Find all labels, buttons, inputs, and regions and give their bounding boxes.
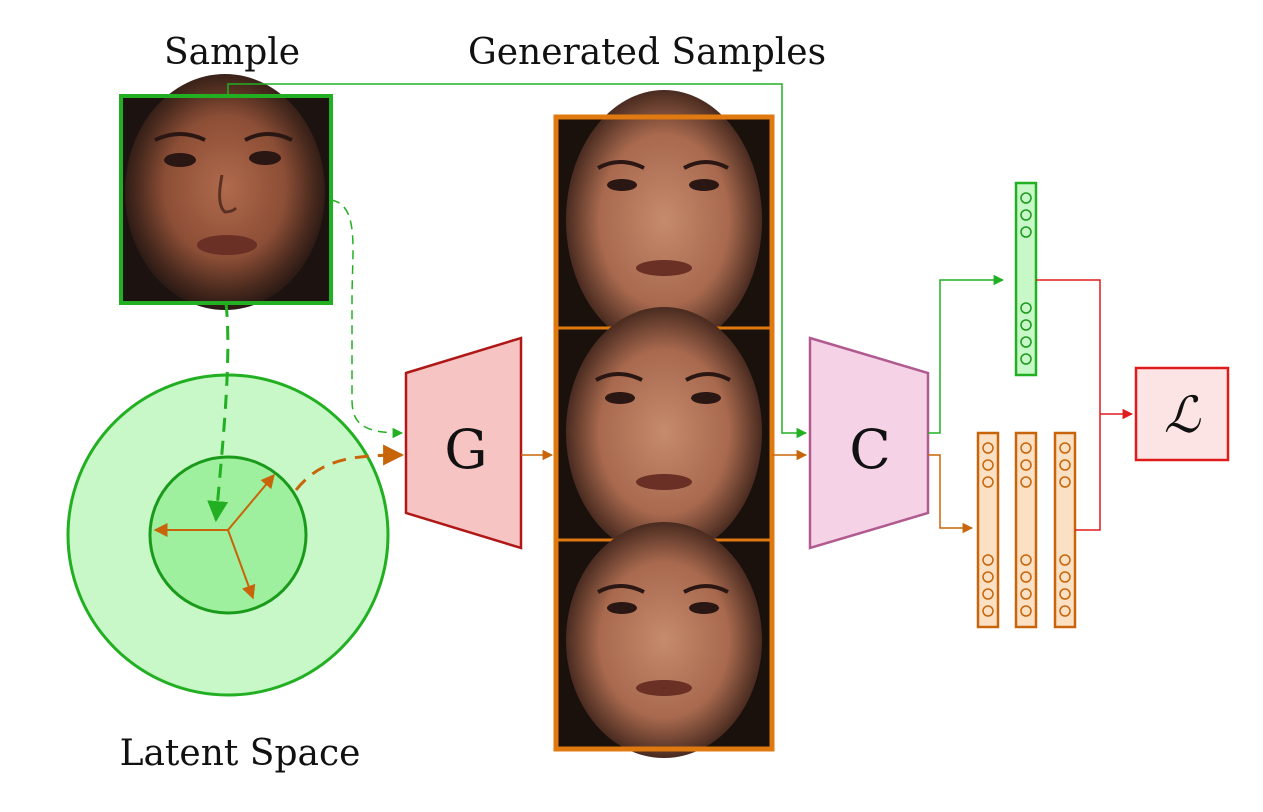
- latent-sample-vectors: [153, 473, 275, 600]
- sample-to-classifier-arrow: [227, 83, 808, 439]
- generated-face-photo-3: [566, 522, 762, 758]
- features-to-loss-line: [1036, 279, 1101, 531]
- feature-vector-green: [1014, 181, 1038, 377]
- sample-image: [119, 74, 333, 310]
- loss-label: ℒ: [1164, 386, 1201, 444]
- latent-space: [66, 373, 390, 697]
- latent-to-generator-arrow: [294, 444, 405, 491]
- generated-face-photo-2: [566, 307, 762, 557]
- generated-face-3: [566, 522, 762, 758]
- sample-label: Sample: [164, 32, 300, 73]
- generated-face-photo-1: [566, 90, 762, 350]
- generator-label: G: [444, 418, 487, 481]
- generated-face-1: [566, 90, 762, 350]
- feature-vectors-orange: [976, 431, 1077, 629]
- classifier-label: C: [849, 418, 890, 481]
- connections: [207, 83, 1134, 534]
- sample-to-latent-arrow: [207, 302, 230, 523]
- generated-samples-label: Generated Samples: [468, 32, 826, 73]
- sample-face-photo: [125, 74, 325, 310]
- classifier-to-green-features-arrow: [928, 274, 1005, 434]
- loss-box: ℒ: [1134, 366, 1230, 462]
- generated-face-2: [566, 307, 762, 557]
- generated-samples-column: [553, 90, 775, 758]
- classifier-to-orange-features-arrow: [928, 454, 974, 534]
- latent-inner-circle: [148, 455, 308, 615]
- latent-space-label: Latent Space: [120, 733, 361, 774]
- classifier-block: C: [808, 336, 930, 550]
- sample-to-generator-arrow: [330, 199, 404, 439]
- generator-block: G: [404, 336, 523, 550]
